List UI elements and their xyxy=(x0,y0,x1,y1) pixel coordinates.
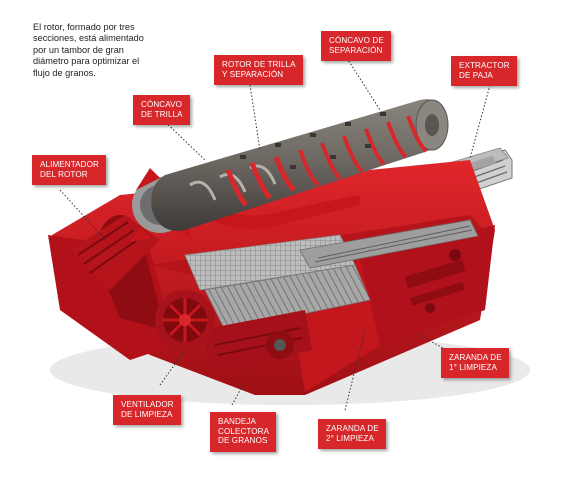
label-line: 1° LIMPIEZA xyxy=(449,362,497,372)
rotor xyxy=(151,99,449,231)
label-line: BANDEJA xyxy=(218,417,257,426)
intro-text: El rotor, formado por tres secciones, es… xyxy=(33,22,183,79)
label-line: DE GRANOS xyxy=(218,436,268,446)
label-line: EXTRACTOR xyxy=(459,61,510,70)
label-line: CÓNCAVO xyxy=(141,100,183,109)
label-zaranda-2-limpieza: ZARANDA DE 2° LIMPIEZA xyxy=(318,419,386,450)
cleaning-fan xyxy=(155,290,294,359)
label-alimentador-del-rotor: ALIMENTADOR DEL ROTOR xyxy=(32,155,106,186)
label-line: ZARANDA DE xyxy=(449,353,502,362)
label-line: Y SEPARACIÓN xyxy=(222,69,284,79)
separation-concave xyxy=(225,115,428,207)
label-line: DE LIMPIEZA xyxy=(121,409,173,419)
sieve-2 xyxy=(204,219,479,331)
label-line: DEL ROTOR xyxy=(40,169,88,179)
label-extractor-de-paja: EXTRACTOR DE PAJA xyxy=(451,56,517,87)
label-line: SEPARACIÓN xyxy=(329,45,383,55)
label-line: 2° LIMPIEZA xyxy=(326,433,374,443)
label-rotor-de-trilla: ROTOR DE TRILLA Y SEPARACIÓN xyxy=(214,55,303,86)
label-line: VENTILADOR xyxy=(121,400,174,409)
intro-line: El rotor, formado por tres xyxy=(33,22,135,32)
label-line: ZARANDA DE xyxy=(326,424,379,433)
label-line: COLECTORA xyxy=(218,426,270,436)
label-concavo-de-separacion: CÓNCAVO DE SEPARACIÓN xyxy=(321,31,391,62)
intro-line: flujo de granos. xyxy=(33,67,96,78)
label-line: ROTOR DE TRILLA xyxy=(222,60,296,69)
threshing-concave xyxy=(175,190,360,230)
intro-line: diámetro para optimizar el xyxy=(33,56,140,67)
label-bandeja-colectora: BANDEJA COLECTORA DE GRANOS xyxy=(210,412,277,452)
label-line: DE TRILLA xyxy=(141,109,183,119)
intro-line: por un tambor de gran xyxy=(33,44,124,55)
rotor-bolts xyxy=(240,112,386,169)
label-line: ALIMENTADOR xyxy=(40,160,99,169)
label-line: DE PAJA xyxy=(459,70,493,80)
label-ventilador-de-limpieza: VENTILADOR DE LIMPIEZA xyxy=(113,395,181,426)
intro-line: secciones, está alimentado xyxy=(33,33,144,44)
label-concavo-de-trilla: CÓNCAVO DE TRILLA xyxy=(133,95,190,126)
label-zaranda-1-limpieza: ZARANDA DE 1° LIMPIEZA xyxy=(441,348,509,379)
label-line: CÓNCAVO DE xyxy=(329,36,384,45)
